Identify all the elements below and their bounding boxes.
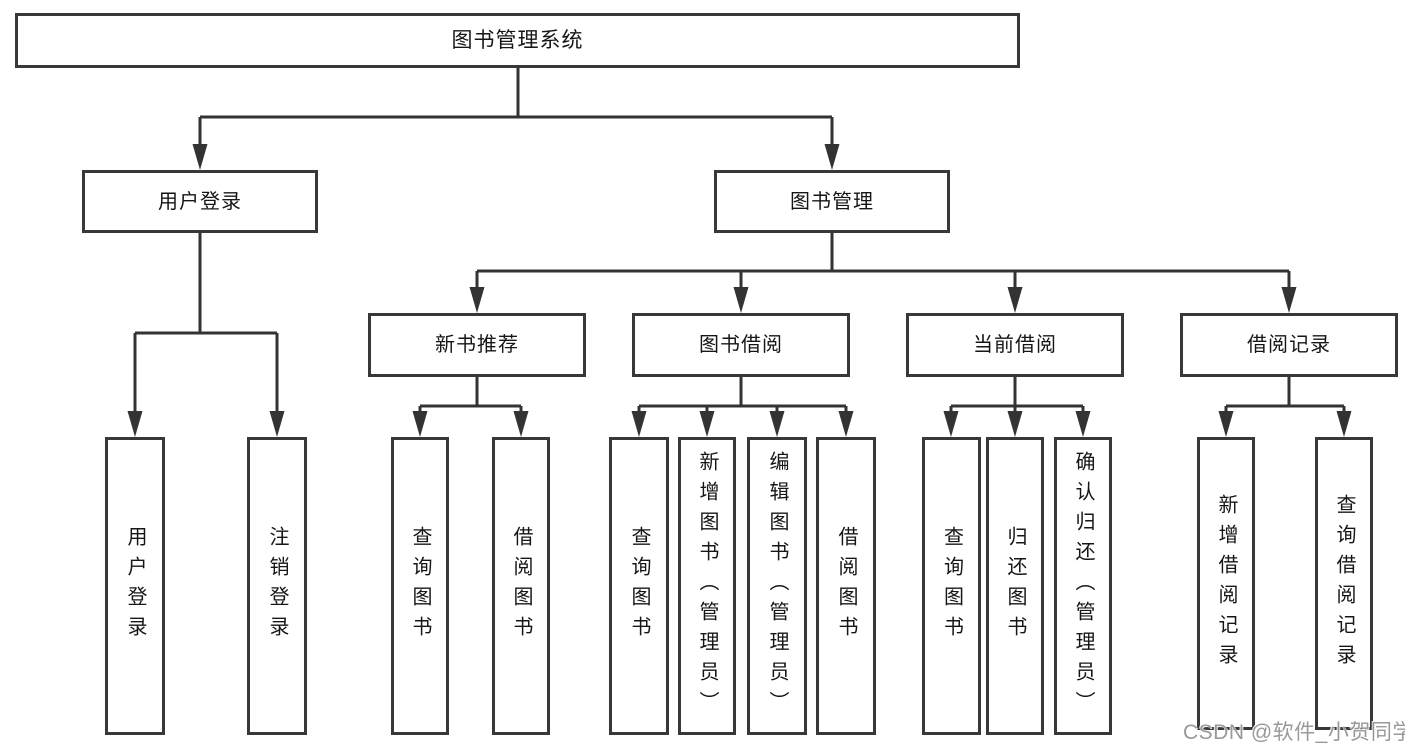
node-label: 新增借阅记录	[1215, 493, 1237, 674]
node-label: 借阅记录	[1247, 334, 1331, 356]
node-label: 注销登录	[266, 526, 288, 646]
connector-current-borrow-to-leaves	[949, 377, 1085, 421]
arrow-down-icon	[1281, 287, 1297, 313]
node-label: 用户登录	[158, 190, 242, 213]
arrow-down-icon	[1075, 411, 1091, 437]
node-label: 查询图书	[409, 526, 431, 646]
arrow-down-icon	[733, 287, 749, 313]
arrow-down-icon	[127, 411, 143, 437]
node-label: 查询图书	[628, 526, 650, 646]
node-leaf-query-books-recommend: 查询图书	[391, 437, 449, 735]
node-current-borrow: 当前借阅	[906, 313, 1124, 377]
node-label: 图书管理	[790, 190, 874, 213]
node-label: 编辑图书（管理员）	[766, 451, 788, 721]
arrow-down-icon	[769, 411, 785, 437]
arrow-down-icon	[631, 411, 647, 437]
node-leaf-add-borrow-record: 新增借阅记录	[1197, 437, 1255, 730]
node-leaf-add-book-admin: 新增图书（管理员）	[678, 437, 736, 735]
node-leaf-user-login: 用户登录	[105, 437, 165, 735]
node-label: 当前借阅	[973, 334, 1057, 356]
arrow-down-icon	[1336, 411, 1352, 437]
arrow-down-icon	[943, 411, 959, 437]
node-label: 归还图书	[1004, 526, 1026, 646]
node-label: 查询借阅记录	[1333, 493, 1355, 674]
node-new-book-recommend: 新书推荐	[368, 313, 586, 377]
node-leaf-edit-book-admin: 编辑图书（管理员）	[747, 437, 807, 735]
node-label: 新书推荐	[435, 334, 519, 356]
node-book-management: 图书管理	[714, 170, 950, 233]
arrow-down-icon	[412, 411, 428, 437]
arrow-down-icon	[824, 144, 840, 170]
node-label: 确认归还（管理员）	[1072, 451, 1094, 721]
node-user-login: 用户登录	[82, 170, 318, 233]
arrow-down-icon	[1007, 411, 1023, 437]
arrow-down-icon	[269, 411, 285, 437]
node-leaf-query-books-borrow: 查询图书	[609, 437, 669, 735]
node-label: 用户登录	[124, 526, 146, 646]
connector-book-mgmt-to-level3	[475, 233, 1291, 293]
arrow-down-icon	[1218, 411, 1234, 437]
node-borrow-records: 借阅记录	[1180, 313, 1398, 377]
node-leaf-confirm-return-admin: 确认归还（管理员）	[1054, 437, 1112, 735]
arrow-down-icon	[699, 411, 715, 437]
arrow-down-icon	[1007, 287, 1023, 313]
watermark: CSDN @软件_小贺同学	[1183, 721, 1405, 744]
node-leaf-logout: 注销登录	[247, 437, 307, 735]
node-leaf-query-borrow-record: 查询借阅记录	[1315, 437, 1373, 730]
node-leaf-return-book: 归还图书	[986, 437, 1044, 735]
connector-root-to-level2	[198, 68, 834, 150]
node-leaf-borrow-books: 借阅图书	[816, 437, 876, 735]
connector-book-borrow-to-leaves	[637, 377, 848, 421]
node-leaf-borrow-books-recommend: 借阅图书	[492, 437, 550, 735]
node-label: 图书借阅	[699, 334, 783, 356]
node-label: 新增图书（管理员）	[696, 451, 718, 721]
node-leaf-query-books-current: 查询图书	[922, 437, 981, 735]
node-label: 借阅图书	[835, 526, 857, 646]
connector-borrow-record-to-leaves	[1224, 377, 1346, 421]
node-book-borrow: 图书借阅	[632, 313, 850, 377]
node-label: 借阅图书	[510, 526, 532, 646]
arrow-down-icon	[513, 411, 529, 437]
node-label: 查询图书	[940, 526, 963, 646]
node-label: 图书管理系统	[451, 28, 584, 52]
arrow-down-icon	[469, 287, 485, 313]
connector-user-login-to-leaves	[133, 233, 279, 417]
node-library-management-system: 图书管理系统	[15, 13, 1020, 68]
arrow-down-icon	[838, 411, 854, 437]
arrow-down-icon	[192, 144, 208, 170]
connector-new-book-rec-to-leaves	[418, 377, 523, 421]
